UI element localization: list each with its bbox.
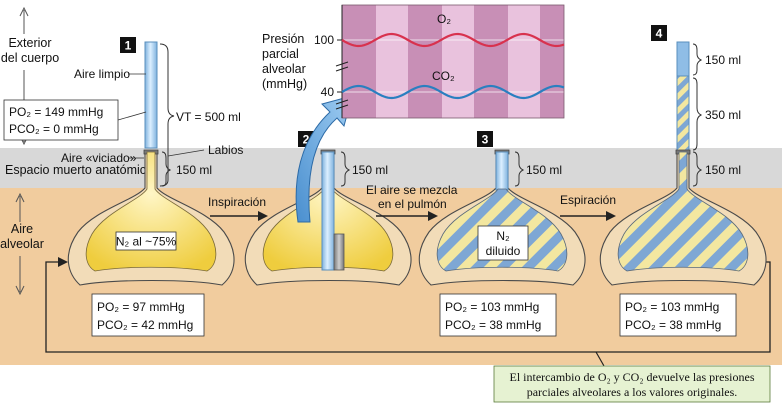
chart-band-4: [540, 5, 564, 118]
chart-tick-100: 100: [314, 33, 334, 47]
footer-note-line1: El intercambio de O₂ y CO₂ devuelve las …: [510, 370, 755, 384]
footer-note-line2: parciales alveolares a los valores origi…: [527, 385, 738, 399]
panel-1-fresh-air-tube: [144, 41, 158, 149]
panel-4-vol-bottom: 150 ml: [705, 163, 741, 177]
panel-2-fresh-air-column: [321, 151, 335, 271]
panel-4-vol-top: 150 ml: [705, 53, 741, 67]
region-alveolar: Aire alveolar: [0, 192, 44, 296]
o2-wave: [341, 32, 565, 48]
dead-space-band: [0, 148, 782, 188]
panel-3-airway: [495, 151, 509, 191]
panel-3-values-box: [439, 293, 557, 337]
chart-band-2: [408, 5, 442, 118]
panel-3: 3 150 ml N₂ diluido PO₂ = 103 mmHg PCO₂ …: [418, 131, 586, 337]
panel-2: 2 150 ml: [244, 131, 412, 286]
panel-1-po2: PO₂ = 97 mmHg: [97, 300, 185, 314]
mixing-label-l2: en el pulmón: [378, 197, 447, 211]
panel-4-exhaled-alveolar: [676, 75, 690, 153]
mixing-step: El aire se mezcla en el pulmón: [366, 183, 458, 221]
co2-wave: [341, 84, 565, 100]
panel-3-n2-bottom: diluido: [486, 244, 521, 258]
fresh-air-pco2: PCO₂ = 0 mmHg: [9, 122, 99, 136]
panel-1-values-box: [91, 293, 205, 337]
chart-title-l2: parcial: [262, 47, 299, 61]
panel-1: 1 Aire limpio PO₂ = 149 mmHg PCO₂ = 0 mm…: [3, 37, 243, 337]
panel-4-pco2: PCO₂ = 38 mmHg: [625, 318, 721, 332]
lips-label: Labios: [208, 143, 243, 157]
chart-title-l1: Presión: [262, 32, 304, 46]
fresh-air-po2: PO₂ = 149 mmHg: [9, 105, 103, 119]
inset-chart: Presión parcial alveolar (mmHg) 100 40 O…: [262, 4, 565, 119]
panel-4-exhaled-dead-space: [676, 41, 690, 77]
stale-air-label: Aire «viciado»: [61, 151, 137, 165]
panel-1-dead-space-volume: 150 ml: [176, 163, 212, 177]
panel-4-po2: PO₂ = 103 mmHg: [625, 300, 719, 314]
footer-note-box: [493, 365, 771, 403]
panel-4: 4 150 ml 350 ml 150 ml PO₂ = 103 mmHg PC…: [599, 25, 767, 337]
panel-1-pco2: PCO₂ = 42 mmHg: [97, 318, 193, 332]
panel-3-dead-space-volume: 150 ml: [526, 163, 562, 177]
chart-co2-label: CO₂: [432, 69, 455, 83]
inspiration-label: Inspiración: [208, 195, 266, 209]
chart-band-1: [342, 5, 376, 118]
mixing-label-l1: El aire se mezcla: [366, 183, 458, 197]
alveolar-label-l1: Aire: [11, 222, 33, 236]
feedback-loop-line: [45, 261, 771, 353]
fresh-air-label: Aire limpio: [74, 67, 130, 81]
panel-3-n2-top: N₂: [496, 229, 510, 243]
panel-3-number: 3: [482, 133, 489, 147]
chart-background: [342, 5, 564, 118]
tidal-volume: VT = 500 ml: [176, 110, 241, 124]
panel-4-mixed-air: [617, 151, 749, 272]
panel-4-values-box: [619, 293, 737, 337]
outside-label-l1: Exterior: [8, 36, 51, 50]
panel-1-number: 1: [125, 39, 132, 53]
expiration-step: Espiración: [560, 193, 616, 221]
panel-3-po2: PO₂ = 103 mmHg: [445, 300, 539, 314]
panel-2-number: 2: [303, 133, 310, 147]
chart-title-l4: (mmHg): [262, 77, 307, 91]
panel-3-n2-box: [477, 225, 529, 261]
panel-4-vol-middle: 350 ml: [705, 108, 741, 122]
chart-o2-label: O₂: [437, 12, 451, 26]
panel-1-n2-box: [115, 231, 177, 251]
panel-3-badge: [477, 131, 493, 147]
panel-1-n2-label: N₂ al ~75%: [116, 235, 177, 249]
chart-band-3: [474, 5, 508, 118]
panel-2-stale-air-column: [333, 233, 345, 271]
footer-note: El intercambio de O₂ y CO₂ devuelve las …: [493, 365, 771, 403]
chart-tick-40: 40: [321, 85, 335, 99]
panel-4-number: 4: [656, 27, 663, 41]
inspiration-step: Inspiración: [208, 195, 268, 221]
outside-label-l2: del cuerpo: [1, 51, 59, 65]
expiration-label: Espiración: [560, 193, 616, 207]
dead-space-label: Espacio muerto anatómico: [5, 163, 153, 177]
panel-4-badge: [651, 25, 667, 41]
panel-3-pco2: PCO₂ = 38 mmHg: [445, 318, 541, 332]
panel-1-badge: [120, 37, 136, 53]
feedback-arrowhead: [58, 257, 68, 267]
panel-2-dead-space-volume: 150 ml: [352, 163, 388, 177]
alveolar-label-l2: alveolar: [0, 237, 44, 251]
chart-title-l3: alveolar: [262, 62, 306, 76]
